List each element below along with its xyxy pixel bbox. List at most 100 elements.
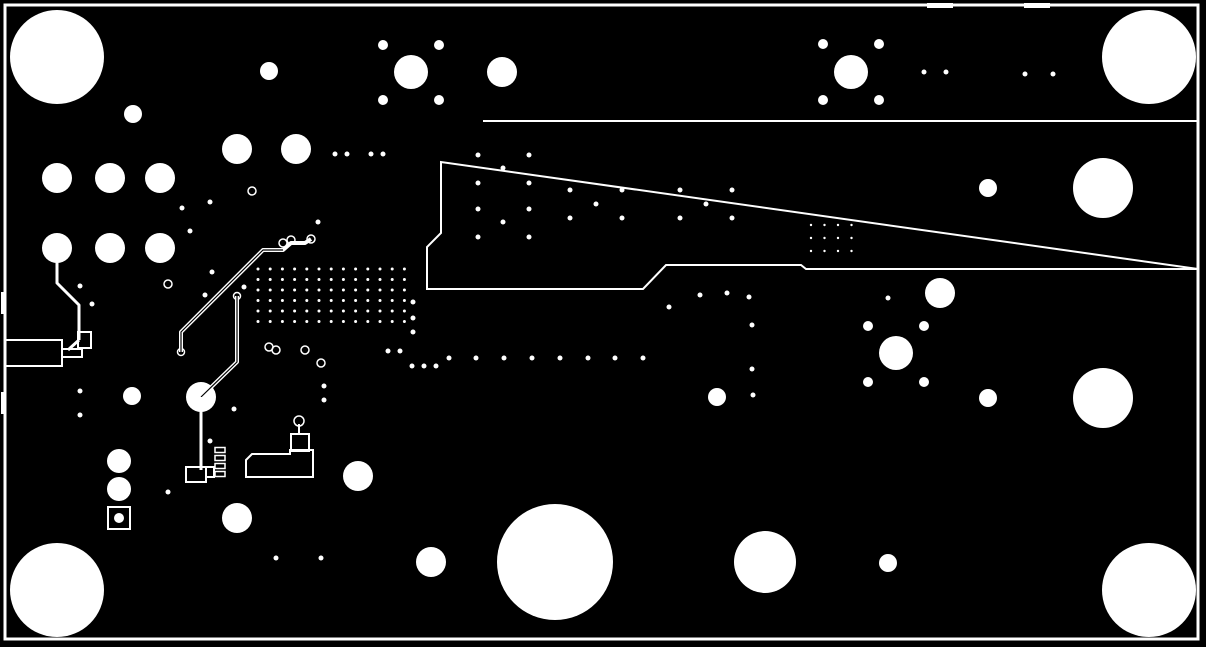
connector-pad bbox=[394, 55, 428, 89]
via bbox=[1022, 71, 1028, 77]
grid-via bbox=[305, 288, 309, 292]
copper-trace bbox=[179, 237, 313, 352]
via-ring bbox=[306, 234, 316, 244]
via bbox=[434, 40, 444, 50]
via bbox=[874, 39, 884, 49]
via bbox=[818, 95, 828, 105]
grid-via bbox=[280, 288, 284, 292]
grid-via bbox=[378, 299, 382, 302]
smd-pad bbox=[61, 348, 83, 358]
via bbox=[207, 438, 213, 444]
via-ring bbox=[163, 279, 173, 289]
smd-pad bbox=[290, 433, 310, 452]
via bbox=[724, 290, 730, 296]
via bbox=[397, 348, 403, 354]
grid-via bbox=[366, 278, 370, 281]
edge-pad bbox=[927, 3, 953, 8]
via bbox=[501, 355, 507, 361]
via bbox=[919, 321, 929, 331]
grid-via bbox=[329, 309, 333, 313]
grid-via bbox=[341, 299, 345, 302]
via bbox=[315, 219, 321, 225]
grid-via bbox=[378, 267, 382, 271]
grid-via bbox=[402, 288, 406, 292]
pad bbox=[222, 134, 252, 164]
grid-via bbox=[329, 299, 333, 302]
via bbox=[434, 95, 444, 105]
connector-pad bbox=[487, 57, 517, 87]
smd-pad bbox=[214, 462, 226, 470]
square-pad bbox=[107, 506, 131, 530]
grid-via bbox=[293, 267, 297, 271]
via bbox=[585, 355, 591, 361]
pad bbox=[124, 105, 142, 123]
via bbox=[378, 95, 388, 105]
grid-via bbox=[305, 267, 309, 271]
via bbox=[529, 355, 535, 361]
via bbox=[703, 201, 709, 207]
edge-tab bbox=[1, 292, 6, 314]
smd-pad bbox=[214, 470, 226, 478]
smd-pad bbox=[185, 466, 207, 483]
pad bbox=[222, 503, 252, 533]
grid-via bbox=[366, 267, 370, 271]
grid-via bbox=[390, 320, 394, 323]
grid-via bbox=[280, 320, 284, 323]
via-ring bbox=[271, 345, 281, 355]
grid-via bbox=[256, 267, 260, 271]
mounting-hole bbox=[10, 543, 104, 637]
header-pad bbox=[42, 163, 72, 193]
header-pad bbox=[145, 163, 175, 193]
pad bbox=[416, 547, 446, 577]
grid-via bbox=[354, 320, 358, 323]
grid-via bbox=[256, 299, 260, 302]
via bbox=[619, 187, 625, 193]
grid-via bbox=[836, 249, 840, 253]
grid-via bbox=[280, 278, 284, 281]
via bbox=[318, 555, 324, 561]
grid-via bbox=[366, 288, 370, 292]
grid-via bbox=[809, 223, 813, 227]
grid-via bbox=[378, 320, 382, 323]
grid-via bbox=[809, 236, 813, 240]
via bbox=[368, 151, 374, 157]
pad bbox=[107, 477, 131, 501]
via-ring bbox=[316, 358, 326, 368]
pad bbox=[343, 461, 373, 491]
grid-via bbox=[341, 320, 345, 323]
grid-via bbox=[354, 278, 358, 281]
via bbox=[526, 180, 532, 186]
grid-via bbox=[390, 278, 394, 281]
grid-via bbox=[256, 278, 260, 281]
via bbox=[475, 180, 481, 186]
grid-via bbox=[390, 288, 394, 292]
via bbox=[750, 392, 756, 398]
via bbox=[202, 292, 208, 298]
grid-via bbox=[268, 320, 272, 323]
via bbox=[179, 205, 185, 211]
header-pad bbox=[95, 233, 125, 263]
via bbox=[557, 355, 563, 361]
via bbox=[321, 397, 327, 403]
copper-pour-outline bbox=[426, 120, 1199, 290]
grid-via bbox=[354, 267, 358, 271]
pad bbox=[879, 336, 913, 370]
grid-via bbox=[366, 320, 370, 323]
grid-via bbox=[268, 267, 272, 271]
via bbox=[332, 151, 338, 157]
grid-via bbox=[256, 320, 260, 323]
via bbox=[241, 284, 247, 290]
via bbox=[746, 294, 752, 300]
grid-via bbox=[341, 288, 345, 292]
copper-trace bbox=[200, 296, 238, 398]
grid-via bbox=[305, 320, 309, 323]
via bbox=[749, 366, 755, 372]
board-outline bbox=[3, 3, 1200, 641]
connector-pad bbox=[1073, 158, 1133, 218]
via bbox=[410, 299, 416, 305]
grid-via bbox=[390, 309, 394, 313]
via bbox=[209, 269, 215, 275]
grid-via bbox=[256, 309, 260, 313]
grid-via bbox=[836, 223, 840, 227]
mounting-hole bbox=[734, 531, 796, 593]
